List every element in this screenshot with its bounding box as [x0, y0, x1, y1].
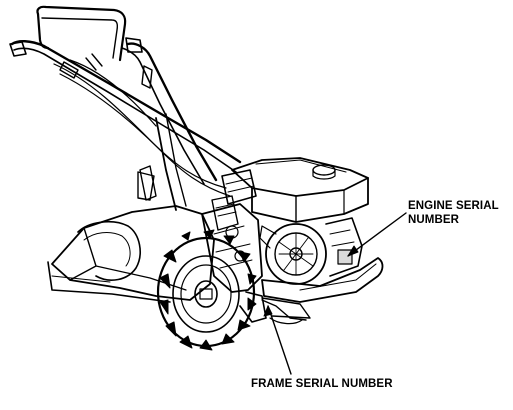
- engine-serial-label-line2: NUMBER: [408, 214, 460, 226]
- frame-serial-number-label: FRAME SERIAL NUMBER: [251, 378, 393, 390]
- drive-wheel: [156, 229, 307, 351]
- engine-serial-label-line1: ENGINE SERIAL: [408, 200, 499, 212]
- engine-serial-arrow: [347, 212, 407, 257]
- engine-serial-number-label: ENGINE SERIAL NUMBER: [408, 199, 499, 227]
- handlebar-assembly: [9, 5, 242, 211]
- frame-serial-arrow: [263, 305, 292, 375]
- engine: [211, 157, 369, 285]
